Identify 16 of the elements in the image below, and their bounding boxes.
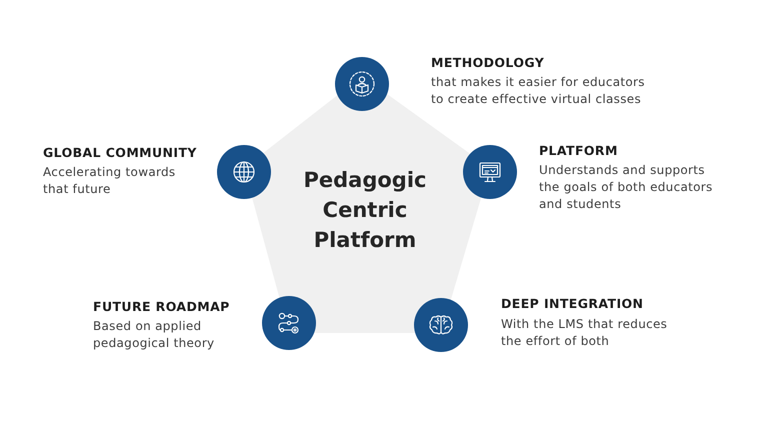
feature-description: Understands and supports the goals of both educators and students xyxy=(539,162,714,213)
feature-description: Based on applied pedagogical theory xyxy=(93,318,216,352)
icon-circle xyxy=(463,145,517,199)
icon-circle xyxy=(262,296,316,350)
icon-circle xyxy=(335,57,389,111)
center-title: Pedagogic Centric Platform xyxy=(302,167,428,254)
icon-circle xyxy=(414,298,468,352)
feature-heading: FUTURE ROADMAP xyxy=(93,299,230,315)
feature-heading: GLOBAL COMMUNITY xyxy=(43,145,197,161)
feature-heading: PLATFORM xyxy=(539,143,618,159)
feature-description: that makes it easier for educators to create effective virtual classes xyxy=(431,74,646,108)
feature-heading: DEEP INTEGRATION xyxy=(501,296,644,312)
feature-description: With the LMS that reduces the effort of both xyxy=(501,316,668,350)
feature-description: Accelerating towards that future xyxy=(43,164,176,198)
icon-circle xyxy=(217,145,271,199)
feature-heading: METHODOLOGY xyxy=(431,55,544,71)
